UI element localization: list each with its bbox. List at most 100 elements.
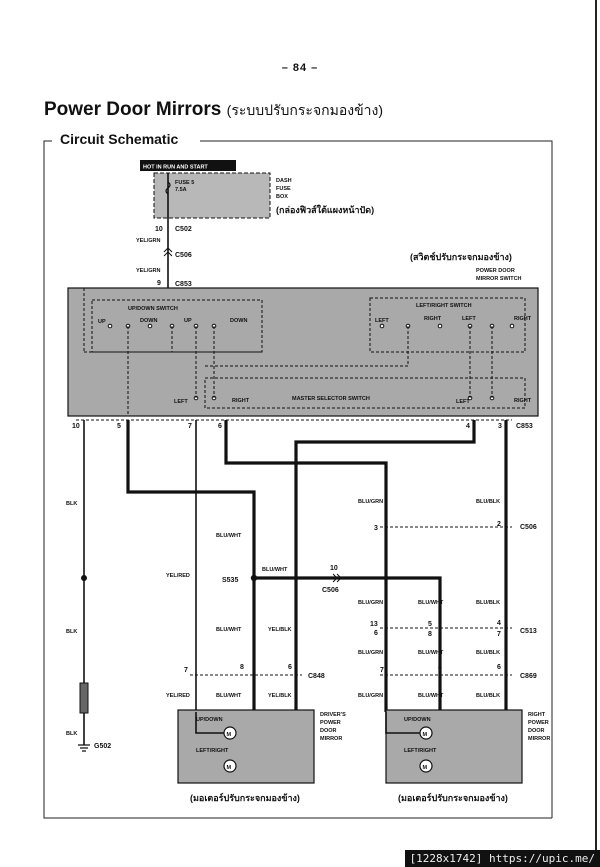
rgt-label-2: POWER [528,720,549,726]
page-number: – 84 – [281,62,319,74]
pin-8-c848: 8 [240,664,244,671]
wire-blu-wht-1: BLU/WHT [216,533,242,539]
drv-leftright-motor: M [227,765,232,771]
c853-label-top: C853 [175,281,192,288]
pin-7-c848: 7 [184,667,188,674]
wire-yel-grn-2: YEL/GRN [136,268,160,274]
lr-left-1: LEFT [375,318,389,324]
hot-label-box [140,160,236,171]
ms-left-2: LEFT [456,399,470,405]
master-selector-title: MASTER SELECTOR SWITCH [292,396,370,402]
pin-7-c869: 7 [380,667,384,674]
pin-13-c513: 13 [370,621,378,628]
rgt-label-4: MIRROR [528,736,550,742]
lr-right-1: RIGHT [424,316,442,322]
watermark: [1228x1742] https://upic.me/ [404,850,600,867]
wire-blu-wht-s535: BLU/WHT [262,567,288,573]
page-title: Power Door Mirrors (ระบบปรับกระจกมองข้าง… [44,99,383,122]
rgt-thai: (มอเตอร์ปรับกระจกมองข้าง) [398,792,508,803]
title-thai: (ระบบปรับกระจกมองข้าง) [226,102,384,118]
pin-10-switch: 10 [72,423,80,430]
ud-up-1: UP [98,319,106,325]
rgt-leftright-motor: M [423,765,428,771]
wire-blu-blk-1: BLU/BLK [476,499,500,505]
fuse-box-label-1: DASH [276,178,292,184]
section-label: Circuit Schematic [56,131,183,147]
drv-updown-motor: M [227,732,232,738]
ud-down-1: DOWN [140,318,157,324]
drv-label-1: DRIVER'S [320,712,346,718]
wire-yel-red-1: YEL/RED [166,573,190,579]
rgt-leftright-motor-icon [419,759,433,773]
pin-4-c513: 4 [497,620,501,627]
wire-blu-wht-4: BLU/WHT [418,600,444,606]
fuse-rating: 7.5A [175,187,187,193]
wire-yel-grn-1: YEL/GRN [136,238,160,244]
pin-7-c513: 7 [497,631,501,638]
c853-label-bottom: C853 [516,423,533,430]
wire-blu-wht-6: BLU/WHT [418,693,444,699]
pin-10-c506: 10 [330,565,338,572]
master-switch-frame [204,377,526,409]
rgt-label-3: DOOR [528,728,545,734]
wire-blu-grn-4: BLU/GRN [358,693,383,699]
fuse-box-label-2: FUSE [276,186,291,192]
leftright-switch-frame [369,297,526,353]
c848-label: C848 [308,673,325,680]
pin-10-c502: 10 [155,226,163,233]
pin-5-c513: 5 [428,621,432,628]
wire-blu-grn-3: BLU/GRN [358,650,383,656]
section-frame-left [43,140,552,819]
drv-updown-label: UP/DOWN [196,717,223,723]
pin-6-c513-left: 6 [374,630,378,637]
updown-switch-title: UP/DOWN SWITCH [128,306,178,312]
pin-7-switch: 7 [188,423,192,430]
wire-yel-blk-2: YEL/BLK [268,693,292,699]
wire-blu-grn-2: BLU/GRN [358,600,383,606]
drivers-mirror-box [177,709,315,784]
switch-internal-lines [84,326,493,416]
fuse-box-thai: (กล่องฟิวส์ใต้แผงหน้าปัด) [276,204,374,215]
ground-splice [81,575,87,581]
wire-blu-blk-3: BLU/BLK [476,650,500,656]
wire-yel-red-2: YEL/RED [166,693,190,699]
lr-right-2: RIGHT [514,316,532,322]
fuse-box [153,172,271,219]
rgt-internal-wiring [385,712,420,734]
c513-label: C513 [520,628,537,635]
g502-label: G502 [94,743,111,750]
drv-label-3: DOOR [320,728,337,734]
pin-4-switch: 4 [466,423,470,430]
drv-internal-wiring [195,712,224,734]
pin-8-c869: 8 [438,664,442,671]
wire-blk-1: BLK [66,501,77,507]
pin-3-switch: 3 [498,423,502,430]
ground-symbol [78,744,90,752]
c506-connector-mid [332,573,342,583]
pin-6-c848: 6 [288,664,292,671]
drv-leftright-motor-icon [223,759,237,773]
title-text: Power Door Mirrors [44,99,222,120]
c506-label-lower: C506 [520,524,537,531]
ud-down-2: DOWN [230,318,247,324]
drv-leftright-label: LEFT/RIGHT [196,748,229,754]
right-mirror-box [385,709,523,784]
c869-label: C869 [520,673,537,680]
pin-6-c869: 6 [497,664,501,671]
rgt-updown-label: UP/DOWN [404,717,431,723]
ms-right-1: RIGHT [232,398,250,404]
hot-label: HOT IN RUN AND START [143,165,208,171]
ud-up-2: UP [184,318,192,324]
switch-name-2: MIRROR SWITCH [476,276,522,282]
rgt-label-1: RIGHT [528,712,546,718]
wire-blk-2: BLK [66,629,77,635]
switch-name-1: POWER DOOR [476,268,515,274]
wire-blk-3: BLK [66,731,77,737]
c506-connector-top [163,247,173,257]
fuse-symbol [165,181,171,195]
ground-bar [79,682,89,714]
wire-blu-wht-3: BLU/WHT [216,693,242,699]
ms-right-2: RIGHT [514,398,532,404]
drv-label-4: MIRROR [320,736,342,742]
